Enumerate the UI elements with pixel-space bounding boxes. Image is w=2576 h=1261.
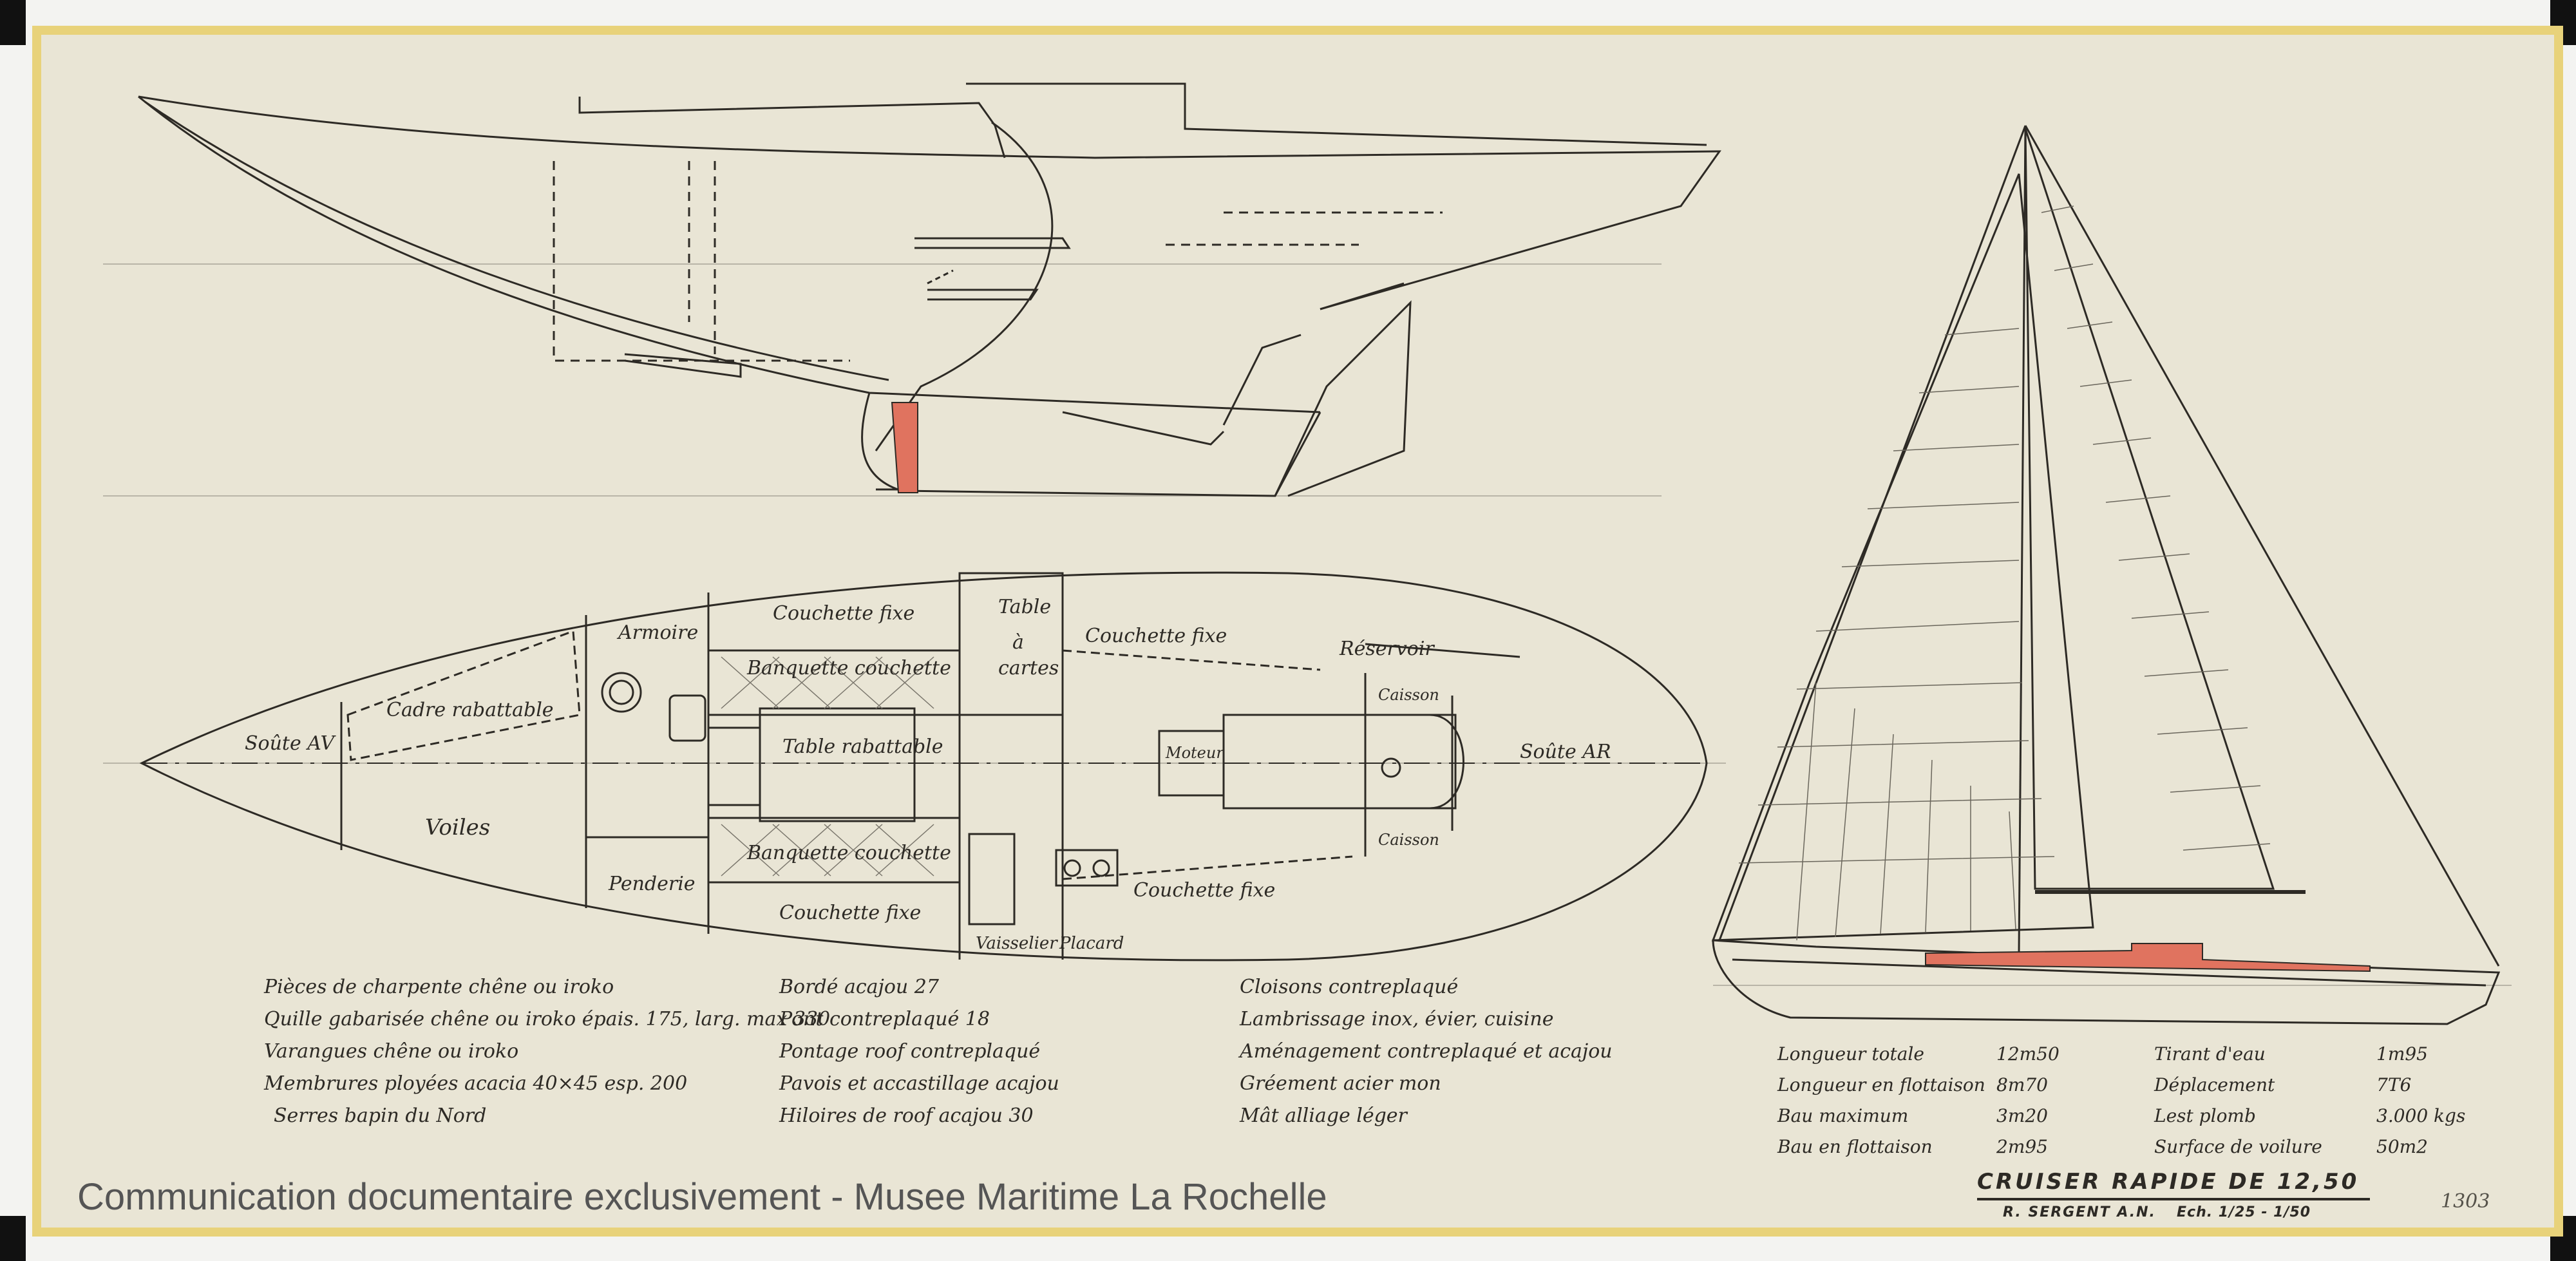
label-cartes: cartes xyxy=(998,657,1059,679)
label-armoire: Armoire xyxy=(618,621,699,644)
label-a: à xyxy=(1012,631,1024,654)
note-line: Gréement acier mon xyxy=(1240,1072,1441,1095)
spec-label: Déplacement xyxy=(2154,1074,2275,1095)
note-line: Aménagement contreplaqué et acajou xyxy=(1240,1040,1613,1063)
note-line: Varangues chêne ou iroko xyxy=(264,1040,519,1063)
spec-label: Longueur en flottaison xyxy=(1777,1074,1985,1095)
label-couchette-fixe: Couchette fixe xyxy=(779,902,922,924)
label-soute-ar: Soûte AR xyxy=(1520,741,1611,763)
note-line: Pièces de charpente chêne ou iroko xyxy=(264,976,614,998)
scan-edge-mark xyxy=(0,0,26,45)
label-caisson: Caisson xyxy=(1378,686,1439,704)
note-line: Pont contreplaqué 18 xyxy=(779,1008,990,1030)
accommodation-plan xyxy=(139,571,1708,962)
label-couchette-fixe: Couchette fixe xyxy=(1085,625,1227,647)
spec-label: Tirant d'eau xyxy=(2154,1043,2266,1065)
label-placard: Placard xyxy=(1059,934,1124,953)
label-banquette-couchette: Banquette couchette xyxy=(747,657,951,679)
label-couchette-fixe: Couchette fixe xyxy=(1133,879,1276,902)
note-line: Hiloires de roof acajou 30 xyxy=(779,1105,1034,1127)
label-soute-av: Soûte AV xyxy=(245,732,335,755)
spec-label: Bau en flottaison xyxy=(1777,1136,1933,1157)
note-line: Membrures ployées acacia 40×45 esp. 200 xyxy=(264,1072,688,1095)
plan-sheet xyxy=(32,26,2563,1237)
drawing-scale: Ech. 1/25 - 1/50 xyxy=(2177,1204,2311,1220)
label-couchette-fixe: Couchette fixe xyxy=(773,602,915,625)
label-vaisselier: Vaisselier xyxy=(976,934,1057,953)
note-line: Pontage roof contreplaqué xyxy=(779,1040,1041,1063)
cushion-hatch xyxy=(721,656,934,877)
label-reservoir: Réservoir xyxy=(1340,638,1434,660)
label-table-rabattable: Table rabattable xyxy=(782,735,943,758)
spec-label: Lest plomb xyxy=(2154,1105,2256,1126)
spec-value: 12m50 xyxy=(1996,1043,2060,1065)
label-cadre-rabattable: Cadre rabattable xyxy=(386,699,554,721)
reference-lines xyxy=(103,263,2512,986)
spec-value: 7T6 xyxy=(2376,1074,2412,1095)
hull-profile xyxy=(138,82,1721,497)
keel-ballast-red xyxy=(891,402,918,493)
spec-label: Bau maximum xyxy=(1777,1105,1909,1126)
spec-value: 3.000 kgs xyxy=(2376,1105,2466,1126)
spec-value: 8m70 xyxy=(1996,1074,2048,1095)
boot-top-red xyxy=(1925,943,2371,972)
sail-seams xyxy=(1738,205,2271,941)
archive-watermark: Communication documentaire exclusivement… xyxy=(77,1176,1327,1218)
sail-plan xyxy=(1711,125,2501,1025)
drawing-author: R. SERGENT A.N. xyxy=(2003,1204,2156,1220)
note-line: Mât alliage léger xyxy=(1240,1105,1407,1127)
spec-value: 3m20 xyxy=(1996,1105,2048,1126)
label-penderie: Penderie xyxy=(609,873,696,895)
scan-edge-mark xyxy=(0,1216,26,1261)
spec-label: Surface de voilure xyxy=(2154,1136,2322,1157)
spec-value: 1m95 xyxy=(2376,1043,2428,1065)
spec-label: Longueur totale xyxy=(1777,1043,1924,1065)
note-line: Serres bapin du Nord xyxy=(274,1105,487,1127)
note-line: Pavois et accastillage acajou xyxy=(779,1072,1059,1095)
label-banquette-couchette: Banquette couchette xyxy=(747,842,951,864)
note-line: Lambrissage inox, évier, cuisine xyxy=(1240,1008,1554,1030)
sheet-number: 1303 xyxy=(2441,1190,2490,1213)
note-line: Cloisons contreplaqué xyxy=(1240,976,1459,998)
note-line: Quille gabarisée chêne ou iroko épais. 1… xyxy=(264,1008,831,1030)
drawing-title: CRUISER RAPIDE DE 12,50 xyxy=(1977,1169,2360,1195)
spec-value: 2m95 xyxy=(1996,1136,2048,1157)
label-caisson: Caisson xyxy=(1378,831,1439,849)
label-table: Table xyxy=(998,596,1052,618)
label-moteur: Moteur xyxy=(1166,744,1224,762)
label-voiles: Voiles xyxy=(425,815,491,840)
note-line: Bordé acajou 27 xyxy=(779,976,939,998)
spec-value: 50m2 xyxy=(2376,1136,2428,1157)
